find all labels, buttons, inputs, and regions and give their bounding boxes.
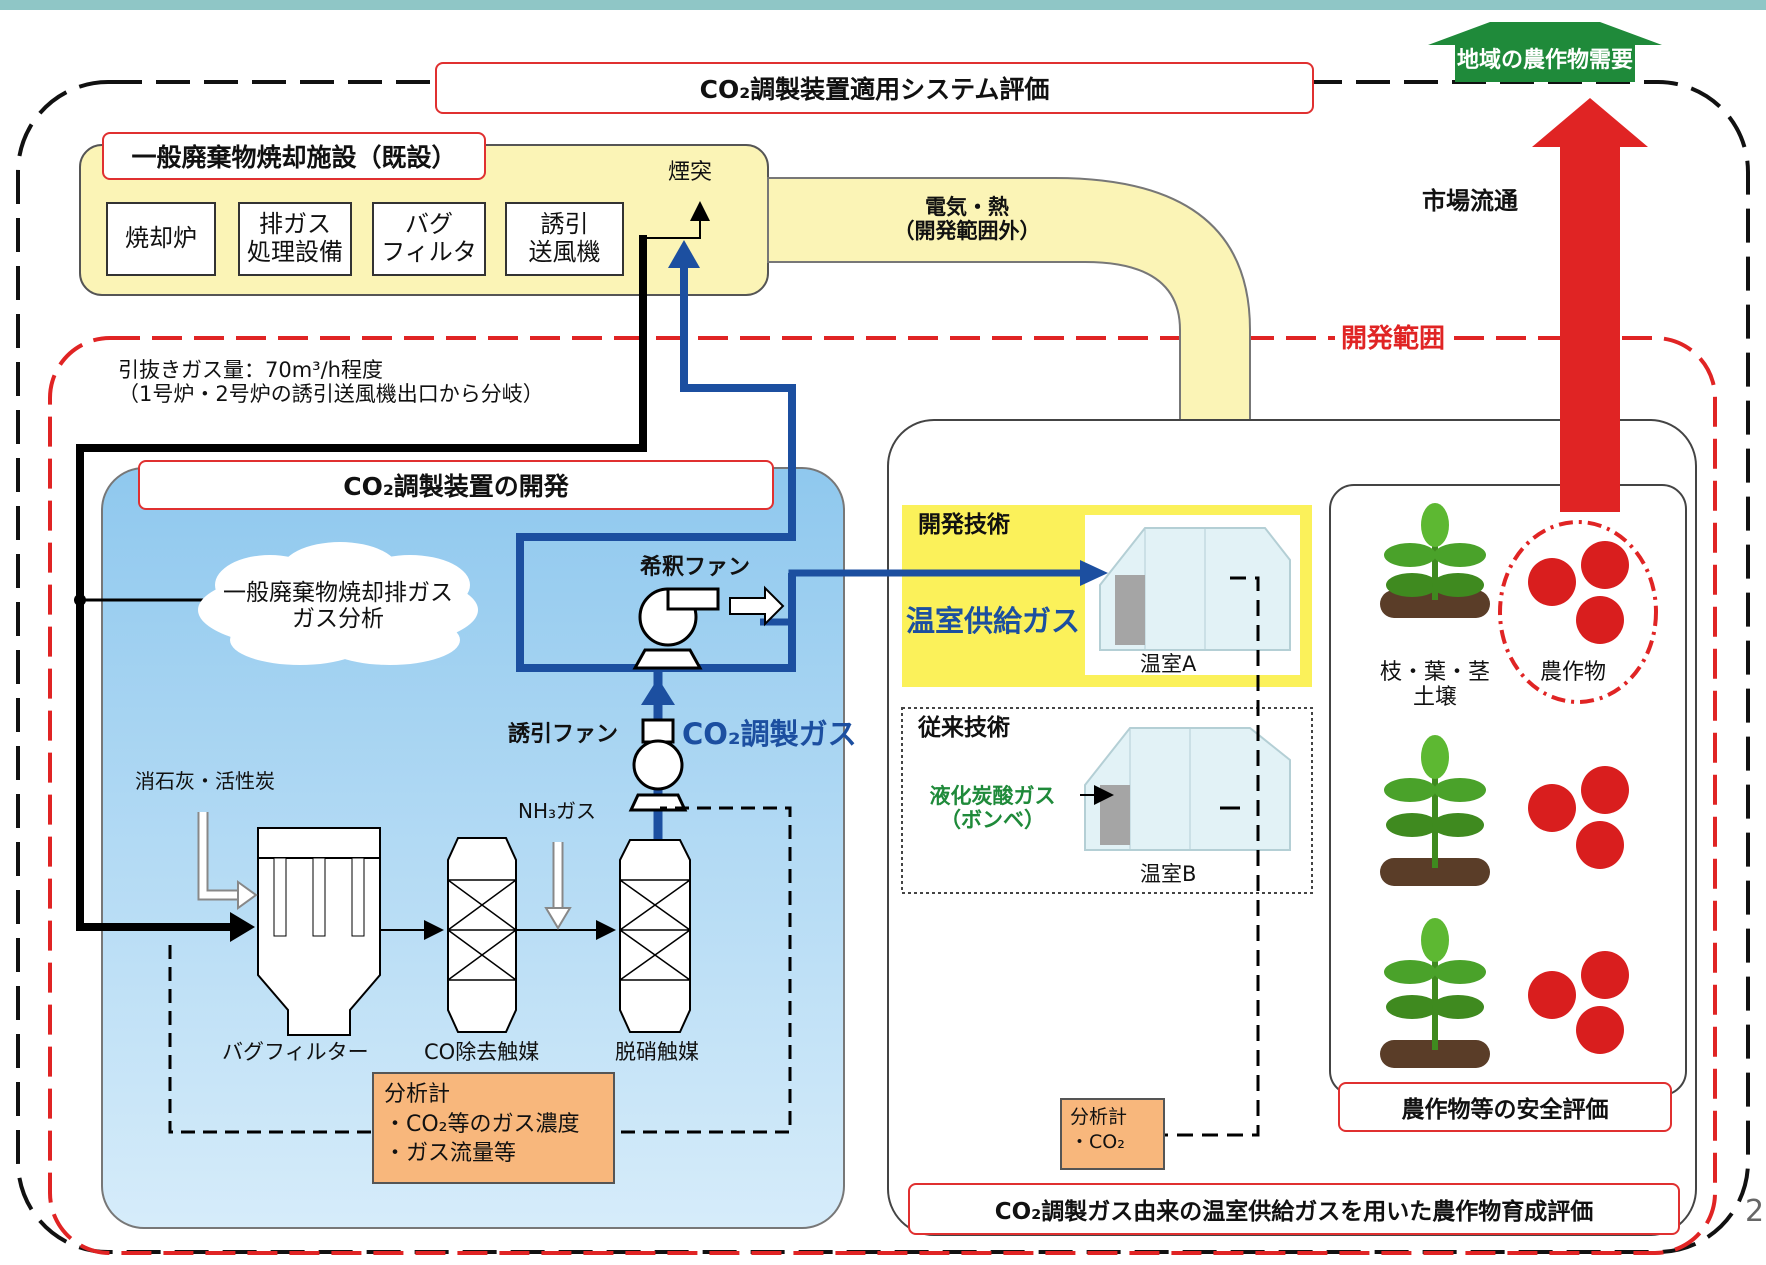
bag-filter-label: バグフィルター <box>222 1040 369 1064</box>
dilution-fan-icon <box>632 585 785 670</box>
analysis-loop <box>168 806 792 1134</box>
market-banner-label: 地域の農作物需要 <box>1456 48 1633 73</box>
greenhouse-a-label: 温室A <box>1140 652 1197 676</box>
plant-label: 枝・葉・茎 土壌 <box>1380 660 1491 711</box>
safety-eval-title: 農作物等の安全評価 <box>1338 1082 1672 1132</box>
tomato-group-2-icon <box>1528 766 1629 869</box>
extraction-line <box>76 235 647 931</box>
greenhouse-b-label: 温室B <box>1140 862 1197 886</box>
co-catalyst-label: CO除去触媒 <box>424 1040 540 1064</box>
tomato-group-3-icon <box>1528 951 1629 1054</box>
induced-fan-icon <box>628 718 688 812</box>
market-label: 市場流通 <box>1422 187 1518 215</box>
dev-scope-label: 開発範囲 <box>1335 324 1452 355</box>
unit-incinerator: 焼却炉 <box>106 202 216 276</box>
energy-label: 電気・熱 （開発範囲外） <box>893 195 1041 244</box>
device-dev-title: CO₂調製装置の開発 <box>138 460 774 510</box>
conv-tech-label: 従来技術 <box>918 715 1010 741</box>
stack-label: 煙突 <box>668 160 713 185</box>
co2-gas-label: CO₂調製ガス <box>682 717 857 751</box>
denox-catalyst-icon <box>619 839 691 1033</box>
analyzer-box: 分析計 ・CO₂等のガス濃度 ・ガス流量等 <box>372 1072 615 1184</box>
top-bar <box>0 0 1766 10</box>
dev-tech-label: 開発技術 <box>918 512 1010 538</box>
crop-highlight <box>1498 520 1658 704</box>
denox-catalyst-label: 脱硝触媒 <box>615 1040 699 1064</box>
plant-row-2-icon <box>1380 735 1490 886</box>
page-number: 2 <box>1745 1194 1765 1229</box>
flue-return-line <box>516 252 796 672</box>
induced-fan-label: 誘引ファン <box>508 722 619 747</box>
extraction-note: 引抜きガス量：70m³/h程度 （1号炉・2号炉の誘引送風機出口から分岐） <box>118 358 544 407</box>
liquid-co2-label: 液化炭酸ガス （ボンベ） <box>929 784 1056 833</box>
cloud-shape <box>198 542 478 665</box>
co-catalyst-icon <box>447 837 517 1033</box>
exhaust-analysis-cloud: 一般廃棄物焼却排ガス ガス分析 <box>223 580 453 633</box>
dev-scope-frame <box>48 336 1717 1255</box>
unit-induced-blower: 誘引 送風機 <box>505 202 624 276</box>
greenhouse-b-icon <box>1084 727 1291 851</box>
page-title: CO₂調製装置適用システム評価 <box>435 62 1314 114</box>
bag-filter-icon <box>257 827 381 1036</box>
unit-gas-treatment: 排ガス 処理設備 <box>238 202 352 276</box>
crop-label: 農作物 <box>1540 660 1607 685</box>
market-banner <box>1428 22 1662 82</box>
market-arrow <box>1532 98 1648 512</box>
greenhouse-a-icon <box>1099 527 1291 651</box>
gh-analyzer-box: 分析計 ・CO₂ <box>1060 1098 1165 1170</box>
supply-gas-label: 温室供給ガス <box>906 604 1081 638</box>
growth-eval-title: CO₂調製ガス由来の温室供給ガスを用いた農作物育成評価 <box>908 1183 1680 1235</box>
sample-line <box>1165 576 1260 1137</box>
unit-bag-filter: バグ フィルタ <box>372 202 486 276</box>
plant-row-3-icon <box>1380 918 1490 1068</box>
plant-row-1-icon <box>1380 503 1490 618</box>
tomato-group-1-icon <box>1528 541 1629 644</box>
supply-line <box>760 569 1085 626</box>
facility-title: 一般廃棄物焼却施設（既設） <box>102 132 486 180</box>
dilution-fan-label: 希釈ファン <box>640 555 751 580</box>
additive-label: 消石灰・活性炭 <box>135 769 275 793</box>
nh3-label: NH₃ガス <box>518 799 597 823</box>
